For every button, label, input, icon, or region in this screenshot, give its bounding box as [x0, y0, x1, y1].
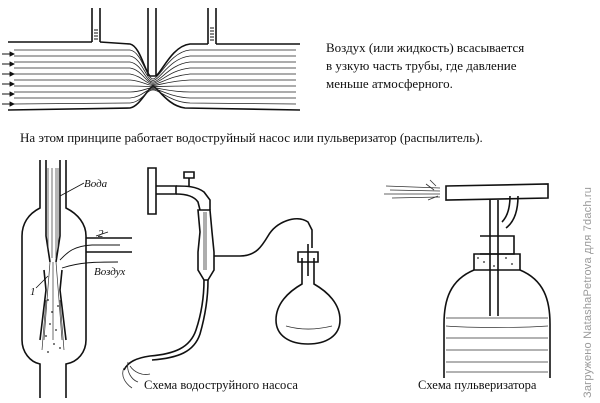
explanation-line-2: в узкую часть трубы, где давление: [326, 58, 517, 73]
explanation-line-1: Воздух (или жидкость) всасывается: [326, 40, 525, 55]
explanation-line-3: меньше атмосферного.: [326, 76, 453, 91]
label-one: 1: [30, 286, 36, 298]
watermark: Загружено NatashaPetrova для 7dach.ru: [582, 186, 594, 398]
label-two: 2: [98, 228, 104, 240]
caption-sprayer: Схема пульверизатора: [418, 378, 537, 392]
label-water: Вода: [84, 178, 108, 190]
principle-text: На этом принципе работает водоструйный н…: [20, 130, 483, 145]
caption-pump: Схема водоструйного насоса: [144, 378, 298, 392]
label-air: Воздух: [94, 266, 126, 278]
